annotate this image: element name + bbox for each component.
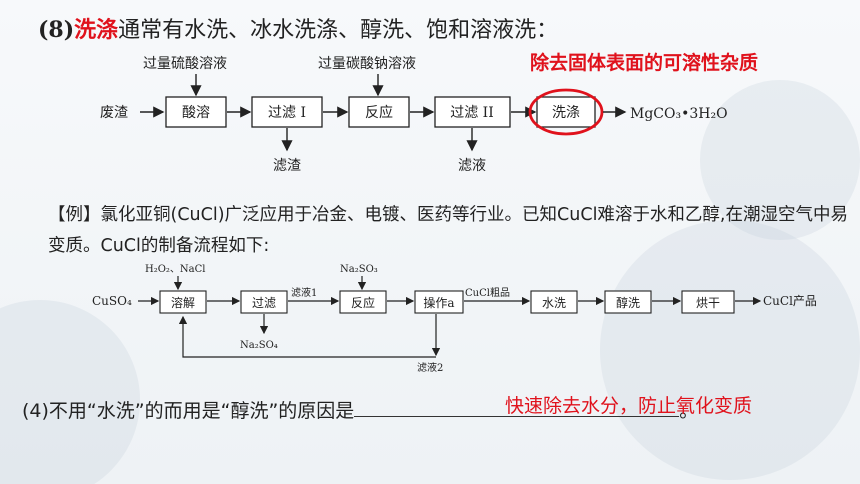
flow2-box-step2: [240, 290, 288, 314]
flow2-out1: Na₂SO₄: [240, 340, 278, 351]
answer-text: 快速除去水分，防止氧化变质: [505, 395, 753, 417]
flow1-start: 废渣: [100, 105, 128, 121]
flow2-step4: 操作a: [423, 295, 454, 310]
flow1-box-step3: [348, 96, 410, 128]
flow2-box-step3: [339, 290, 387, 314]
flow2-step1: 溶解: [171, 295, 195, 310]
background-decoration: [600, 220, 860, 480]
flow2-recycle-line: [178, 315, 436, 358]
flow1-reagent1: 过量硫酸溶液: [143, 56, 227, 72]
flow2-reagent1: H₂O₂、NaCl: [145, 264, 206, 275]
flow1-out2: 滤液: [458, 158, 486, 174]
flow2-out2: 滤液2: [417, 361, 443, 374]
heading-number: (8): [38, 17, 75, 43]
question-line: (4)不用“水洗”的而用是“醇洗”的原因是 。: [22, 396, 698, 423]
flow2-step7: 烘干: [696, 296, 720, 310]
flow1-reagent2: 过量碳酸钠溶液: [318, 56, 416, 72]
highlight-circle: [528, 88, 604, 136]
flow1-box-step2: [251, 96, 323, 128]
flow2-start: CuSO₄: [92, 294, 132, 308]
flow2-box-step6: [604, 290, 652, 314]
flow2-step6: 醇洗: [616, 295, 640, 310]
flow1-step1: 酸溶: [182, 105, 210, 121]
flowchart-2: CuSO₄ H₂O₂、NaCl 溶解 过滤 Na₂SO₄ 滤液1 Na₂SO₃ …: [92, 264, 817, 374]
flow2-box-step7: [681, 290, 735, 314]
flow2-box-step4: [414, 290, 464, 314]
flow2-crude: CuCl粗品: [465, 287, 510, 299]
section-heading: (8)洗涤通常有水洗、冰水洗涤、醇洗、饱和溶液洗：: [38, 12, 558, 44]
flowchart-1: 废渣 过量硫酸溶液 酸溶 过滤 I 滤渣 过量碳酸钠溶液 反应 过滤 II 滤液…: [100, 56, 728, 174]
flow2-step2: 过滤: [252, 296, 276, 310]
example-paragraph: 【例】氯化亚铜(CuCl)广泛应用于冶金、电镀、医药等行业。已知CuCl难溶于水…: [48, 205, 848, 256]
flow1-out1: 滤渣: [273, 158, 301, 174]
flow1-box-step1: [165, 96, 227, 128]
flow2-box-step5: [530, 290, 578, 314]
question-prefix: (4)不用“水洗”的而用是“醇洗”的原因是: [22, 400, 355, 422]
answer-blank[interactable]: [354, 396, 680, 417]
question-suffix: 。: [679, 400, 699, 422]
flow2-reagent2: Na₂SO₃: [340, 264, 378, 275]
flow1-box-step4: [434, 96, 511, 128]
flow2-step5: 水洗: [542, 296, 566, 310]
flow1-product: MgCO₃•3H₂O: [630, 106, 728, 122]
heading-text: 通常有水洗、冰水洗涤、醇洗、饱和溶液洗：: [118, 18, 559, 43]
flow2-filtrate1: 滤液1: [291, 286, 317, 299]
flow1-step2: 过滤 I: [268, 105, 306, 121]
heading-keyword: 洗涤: [74, 18, 119, 43]
flow1-step3: 反应: [365, 104, 393, 121]
flow2-product: CuCl产品: [763, 294, 817, 308]
flow1-step5: 洗涤: [552, 105, 580, 121]
flow1-step4: 过滤 II: [450, 105, 494, 121]
flow2-step3: 反应: [351, 295, 375, 310]
background-decoration: [700, 80, 860, 240]
callout-note: 除去固体表面的可溶性杂质: [530, 52, 759, 74]
flow2-box-step1: [159, 290, 207, 314]
flow1-box-step5: [536, 96, 596, 128]
